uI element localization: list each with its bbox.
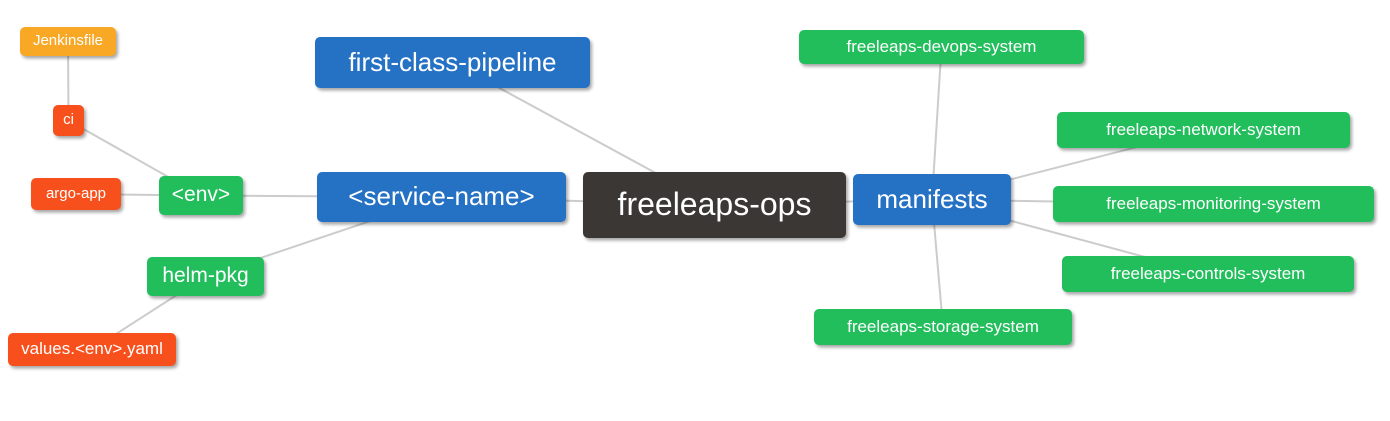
node-values-env-yaml[interactable]: values.<env>.yaml [8, 333, 176, 366]
node-label: freeleaps-network-system [1106, 119, 1301, 139]
node-freeleaps-storage-system[interactable]: freeleaps-storage-system [814, 309, 1072, 345]
node-ci[interactable]: ci [53, 105, 84, 136]
node-env[interactable]: <env> [159, 176, 243, 215]
node-freeleaps-monitoring-system[interactable]: freeleaps-monitoring-system [1053, 186, 1374, 222]
node-label: <env> [171, 183, 231, 206]
node-freeleaps-controls-system[interactable]: freeleaps-controls-system [1062, 256, 1354, 292]
node-freeleaps-network-system[interactable]: freeleaps-network-system [1057, 112, 1350, 148]
node-manifests[interactable]: manifests [853, 174, 1011, 225]
node-label: freeleaps-monitoring-system [1106, 193, 1321, 213]
node-label: freeleaps-ops [617, 186, 812, 222]
node-label: manifests [876, 183, 988, 214]
node-jenkinsfile[interactable]: Jenkinsfile [20, 27, 116, 56]
node-label: argo-app [45, 184, 107, 202]
node-label: freeleaps-storage-system [847, 316, 1039, 336]
node-label: values.<env>.yaml [21, 339, 163, 358]
node-label: ci [63, 111, 74, 128]
node-label: helm-pkg [162, 264, 249, 287]
node-freeleaps-devops-system[interactable]: freeleaps-devops-system [799, 30, 1084, 64]
node-freeleaps-ops[interactable]: freeleaps-ops [583, 172, 846, 238]
node-label: first-class-pipeline [348, 46, 557, 77]
node-label: freeleaps-controls-system [1110, 263, 1306, 283]
node-argo-app[interactable]: argo-app [31, 178, 121, 210]
node-label: freeleaps-devops-system [846, 36, 1037, 56]
node-helm-pkg[interactable]: helm-pkg [147, 257, 264, 296]
node-service-name[interactable]: <service-name> [317, 172, 566, 222]
node-label: Jenkinsfile [32, 32, 104, 49]
node-first-class-pipeline[interactable]: first-class-pipeline [315, 37, 590, 88]
node-label: <service-name> [348, 181, 535, 211]
